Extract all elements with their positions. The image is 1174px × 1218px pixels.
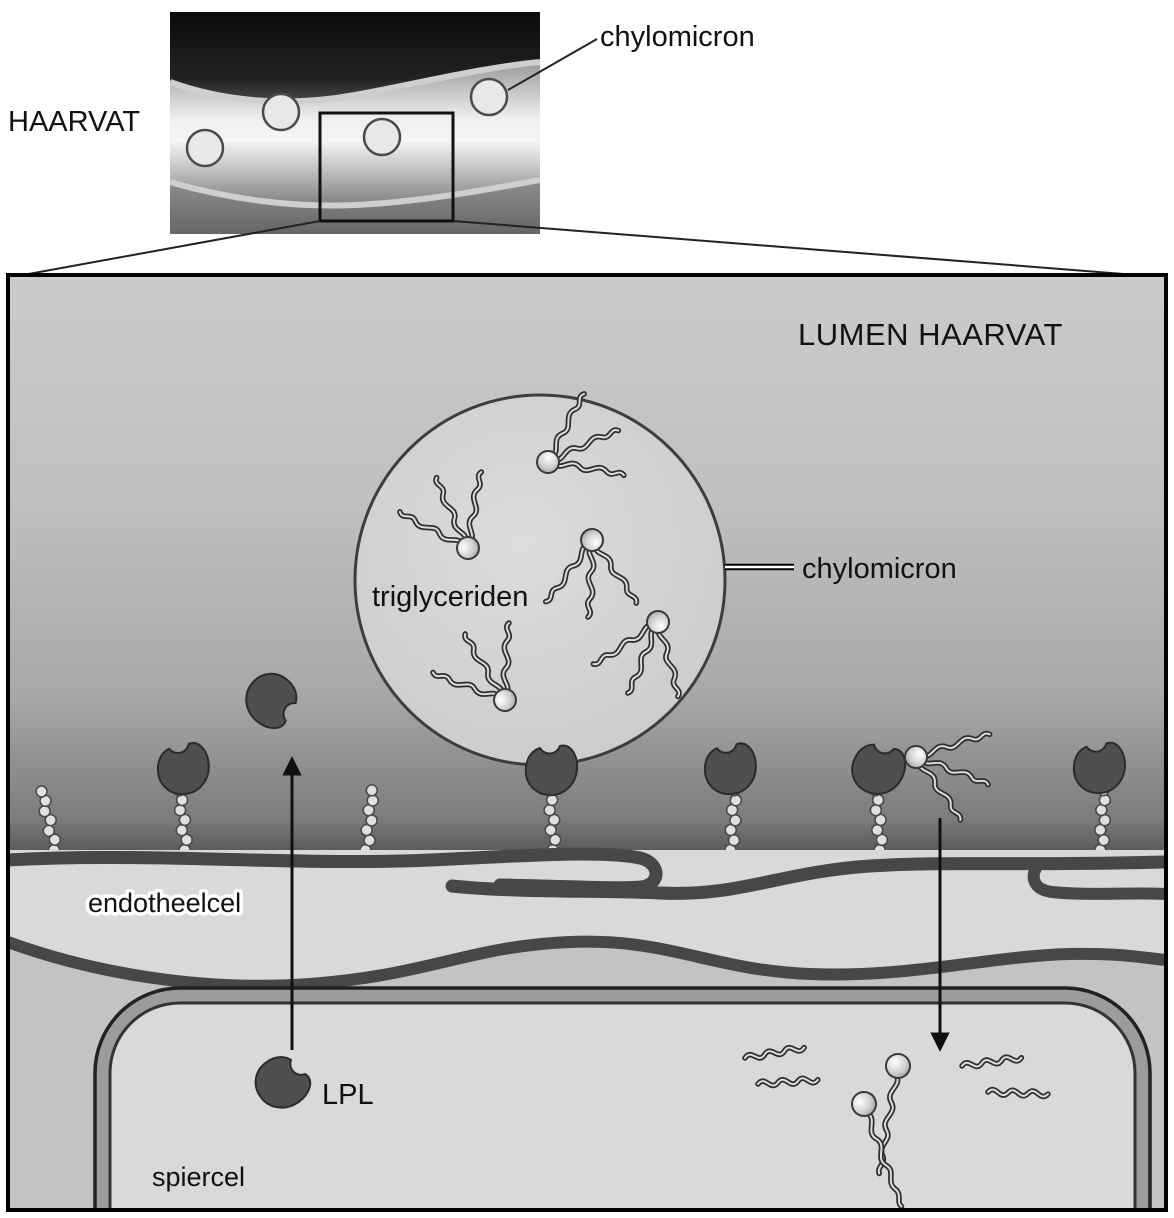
label-spiercel: spiercel: [152, 1162, 245, 1192]
detail-box-content: LUMEN HAARVAT triglyceriden chylomicron …: [10, 277, 1164, 1208]
detail-box-border: [6, 273, 1168, 1212]
zoom-guideline-left: [11, 220, 321, 278]
chylomicron-icon: [185, 128, 225, 168]
lpl-icon: [524, 744, 579, 797]
zoom-inset-rectangle: [318, 111, 455, 223]
muscle-cell: [93, 986, 1152, 1208]
endothelium-layer: [10, 847, 1164, 992]
label-lpl: LPL: [322, 1079, 374, 1111]
inset-chylomicrons: [185, 77, 509, 168]
chylomicron-leader-line-top: [507, 38, 598, 91]
label-chylomicron-main: chylomicron: [802, 553, 957, 585]
muscle-cell-interior: [108, 1001, 1137, 1208]
label-endotheelcel: endotheelcel: [88, 888, 241, 918]
label-haarvat: HAARVAT: [8, 106, 140, 138]
label-triglyceriden: triglyceriden: [372, 581, 528, 613]
label-chylomicron-top: chylomicron: [600, 21, 755, 53]
endothelial-membrane-basal: [10, 935, 1164, 992]
endothelial-cytoplasm: [10, 850, 1164, 987]
vessel-wall-bottom: [170, 177, 540, 209]
vessel-wall-top: [170, 59, 540, 105]
chylomicron-icon: [362, 117, 402, 157]
inset-capillary-figure: [170, 12, 540, 234]
chylomicron-icon: [261, 92, 301, 132]
zoom-guideline-right: [452, 220, 1163, 278]
endothelial-junction-fold: [1027, 862, 1164, 900]
capillary-vessel: [170, 62, 540, 206]
label-lumen-haarvat: LUMEN HAARVAT: [798, 317, 1063, 352]
endothelial-membrane-right: [445, 855, 1164, 900]
chylomicron-icon: [469, 77, 509, 117]
